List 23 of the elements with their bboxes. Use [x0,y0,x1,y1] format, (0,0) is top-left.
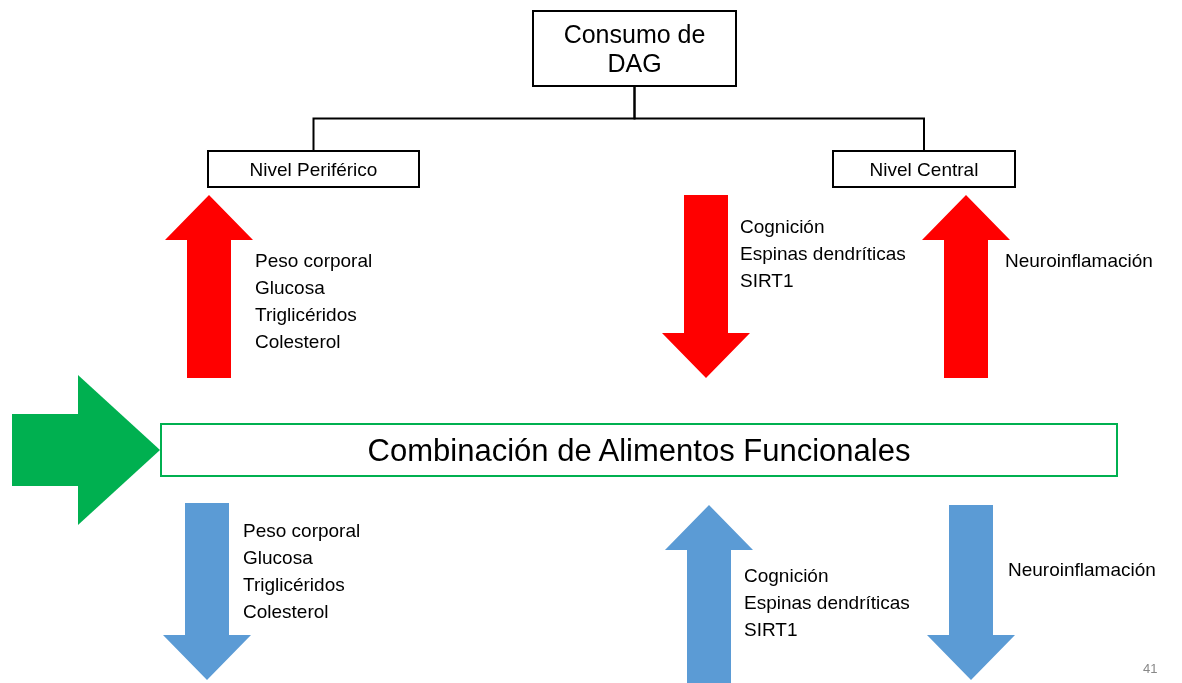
effect-label: Neuroinflamación [1008,559,1156,581]
top-box: Consumo de DAG [532,10,737,87]
effect-label: Triglicéridos [243,574,345,596]
effect-label: Glucosa [255,277,325,299]
effect-label: Espinas dendríticas [740,243,906,265]
effect-label: Glucosa [243,547,313,569]
effect-label: Cognición [740,216,825,238]
effect-label: Neuroinflamación [1005,250,1153,272]
effect-label: Triglicéridos [255,304,357,326]
effect-label: Cognición [744,565,829,587]
effect-label: SIRT1 [740,270,794,292]
connector-line [312,86,636,151]
block-arrow [12,375,160,525]
level-box: Nivel Central [832,150,1016,188]
main-box: Combinación de Alimentos Funcionales [160,423,1118,477]
page-number: 41 [1143,660,1158,678]
level-box: Nivel Periférico [207,150,420,188]
effect-label: Colesterol [255,331,341,353]
effect-label: Peso corporal [243,520,361,542]
effect-label: Peso corporal [255,250,373,272]
effect-label: Espinas dendríticas [744,592,910,614]
effect-label: SIRT1 [744,619,798,641]
effect-label: Colesterol [243,601,329,623]
